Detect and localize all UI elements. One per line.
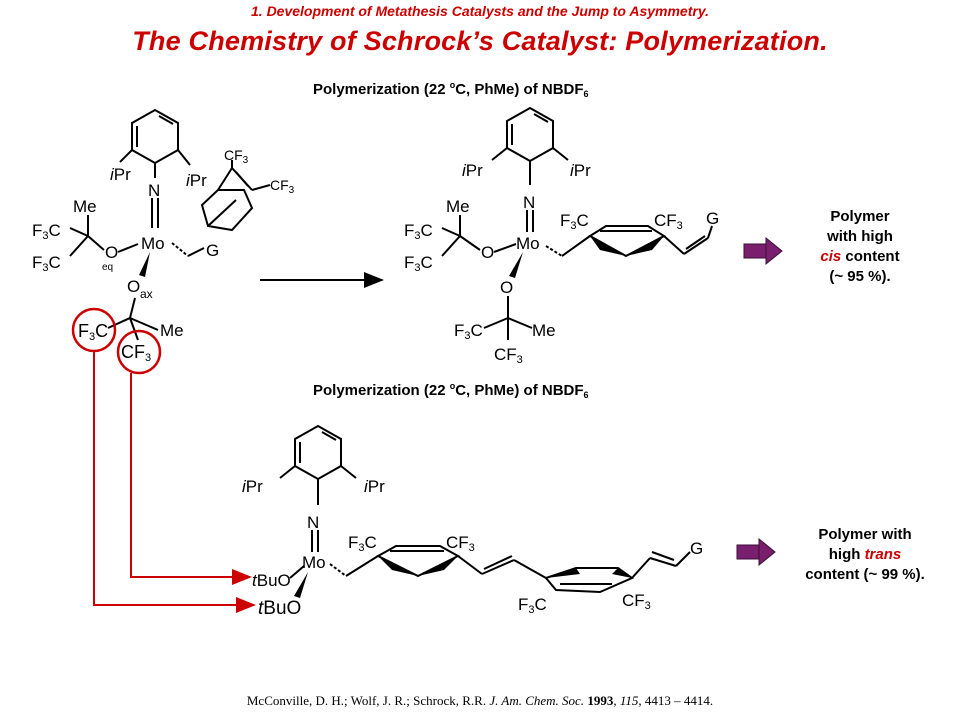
citation-authors: McConville, D. H.; Wolf, J. R.; Schrock,… (246, 693, 490, 708)
cond1-prefix: Polymerization (22 (313, 81, 450, 98)
cond2-prefix: Polymerization (22 (313, 382, 450, 399)
s1-cf3-top: CF3 (224, 147, 249, 166)
reaction1-conditions: Polymerization (22 oC, PhMe) of NBDF6 (313, 80, 589, 99)
s1-me-bottom: Me (160, 321, 184, 340)
result1-line2: with high (827, 228, 893, 245)
s2-ipr-left: iPr (462, 161, 483, 180)
result-arrow-1 (743, 236, 783, 266)
s2-o-eq: O (481, 243, 494, 262)
s2-me-bottom: Me (532, 321, 556, 340)
s3-f3c-b: F3C (518, 595, 547, 616)
s2-f3c-chain: F3C (560, 211, 589, 232)
citation-pages: , 4413 – 4414. (638, 693, 714, 708)
result2-line2: high trans (785, 545, 945, 565)
s1-o-ax: O (127, 277, 140, 296)
s2-f3c-b: F3C (404, 253, 433, 274)
connector-f3c-to-tbuo (93, 351, 256, 613)
result2-text: Polymer with high trans content (~ 99 %)… (785, 525, 945, 585)
s3-mo: Mo (302, 553, 326, 572)
s2-g: G (706, 209, 719, 228)
result1-cis: cis (820, 248, 842, 265)
s1-eq-label: eq (102, 262, 113, 273)
s2-f3c-a: F3C (404, 221, 433, 242)
result1-line1: Polymer (830, 208, 890, 225)
s3-tbuo-2: tBuO (258, 598, 301, 619)
s1-f3c-circled: F3C (78, 321, 108, 343)
cond2-mid: C, PhMe) of NBDF (455, 382, 584, 399)
s1-o-eq: O (105, 243, 118, 262)
citation: McConville, D. H.; Wolf, J. R.; Schrock,… (246, 693, 714, 708)
product2-labels: iPr iPr N Mo tBuO tBuO F3C CF3 F3C CF3 G (242, 477, 703, 619)
result2-trans: trans (864, 546, 902, 563)
s1-ipr-right: iPr (186, 171, 207, 190)
s2-mo: Mo (516, 234, 540, 253)
s1-me: Me (73, 197, 97, 216)
s2-o-ax: O (500, 278, 513, 297)
product1-structure (441, 106, 713, 340)
cond1-degree: o (449, 80, 456, 90)
s2-f3c-bottom: F3C (454, 321, 483, 342)
cond2-degree: o (449, 381, 456, 391)
highlight-circle-cf3 (116, 329, 162, 375)
citation-year: 1993 (587, 693, 614, 708)
result1-line3: cis content (790, 247, 930, 267)
s1-g: G (206, 241, 219, 260)
slide-title: The Chemistry of Schrock’s Catalyst: Pol… (132, 26, 828, 56)
s1-n: N (148, 181, 160, 200)
cond2-sub: 6 (583, 390, 589, 400)
s1-ax-label: ax (140, 287, 153, 301)
s3-tbuo-1: tBuO (252, 571, 291, 590)
s2-n: N (523, 193, 535, 212)
s1-mo: Mo (141, 234, 165, 253)
connector-cf3-to-tbuo (130, 373, 252, 585)
result1-content: content (841, 248, 900, 265)
s3-f3c-a: F3C (348, 533, 377, 554)
s1-f3c-a: F3C (32, 221, 61, 242)
result-arrow-2 (736, 537, 776, 567)
s1-ipr-left: iPr (110, 165, 131, 184)
s2-ipr-right: iPr (570, 161, 591, 180)
s2-me: Me (446, 197, 470, 216)
cond1-sub: 6 (583, 89, 589, 99)
s1-cf3-right: CF3 (270, 177, 295, 196)
result2-high: high (828, 546, 865, 563)
citation-volume: 115 (619, 693, 639, 708)
s3-cf3-b: CF3 (622, 591, 651, 612)
s1-f3c-b: F3C (32, 253, 61, 274)
red-connector-lines (93, 351, 256, 613)
s2-cf3-chain: CF3 (654, 211, 683, 232)
slide-subtitle: 1. Development of Metathesis Catalysts a… (251, 3, 709, 19)
product2-structure (279, 424, 691, 598)
s3-ipr-right: iPr (364, 477, 385, 496)
s3-ipr-left: iPr (242, 477, 263, 496)
reaction2-conditions: Polymerization (22 oC, PhMe) of NBDF6 (313, 381, 589, 400)
result1-text: Polymer with high cis content (~ 95 %). (790, 207, 930, 287)
s3-n: N (307, 513, 319, 532)
result2-line1: Polymer with (818, 526, 912, 543)
citation-journal: J. Am. Chem. Soc. (489, 693, 585, 708)
catalyst-monomer-labels: iPr iPr N Mo G CF3 CF3 Me F3C F3C O eq O… (32, 147, 295, 364)
result2-line3: content (~ 99 %). (805, 566, 925, 583)
product1-labels: iPr iPr N Mo Me F3C F3C O O F3C Me CF3 F… (404, 161, 719, 366)
s3-cf3-a: CF3 (446, 533, 475, 554)
catalyst-monomer-structure (69, 108, 271, 341)
s1-cf3-circled: CF3 (121, 342, 151, 364)
s2-cf3-bottom: CF3 (494, 345, 523, 366)
result1-line4: (~ 95 %). (829, 268, 891, 285)
s3-g: G (690, 539, 703, 558)
cond1-mid: C, PhMe) of NBDF (455, 81, 584, 98)
